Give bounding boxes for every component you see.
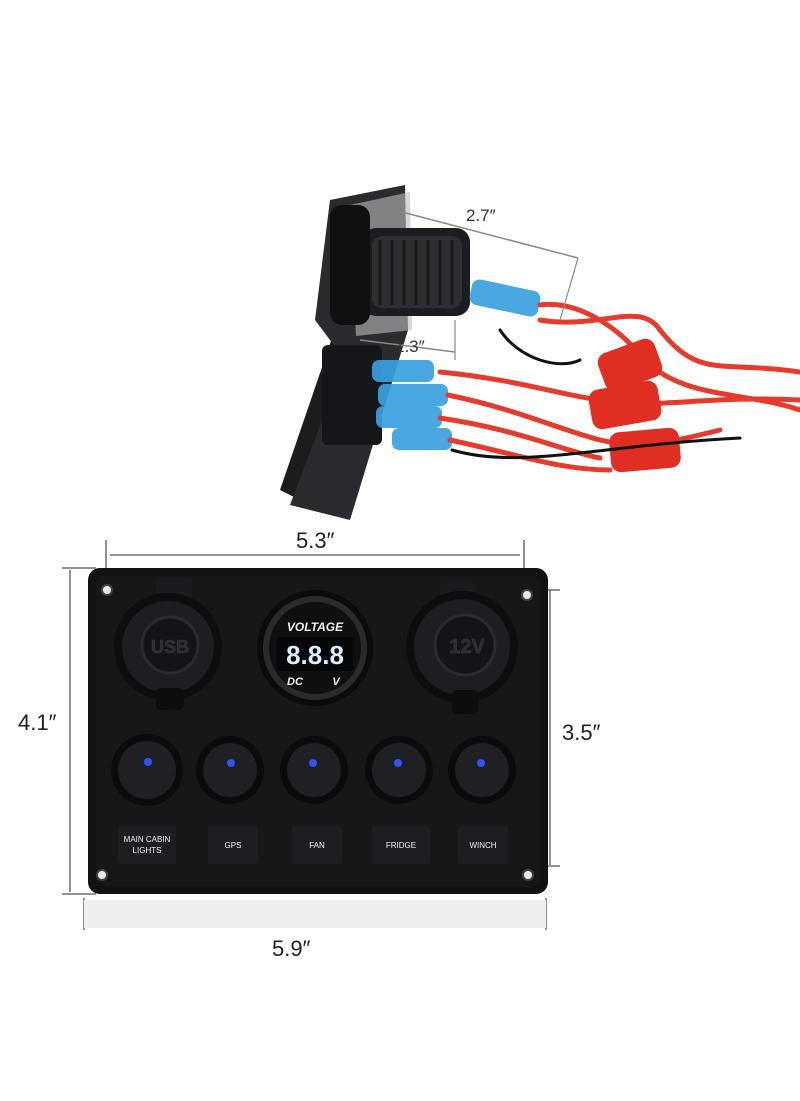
voltmeter-display (277, 637, 353, 671)
dim-line-panel-depth (359, 339, 456, 353)
switch-label-lights: LIGHTS (133, 846, 162, 855)
blue-terminals (372, 279, 541, 450)
black-wires (450, 328, 742, 460)
left-height-dimension-label: 4.1″ (18, 710, 57, 735)
fuse-holders (588, 338, 681, 473)
label-plate-1 (118, 826, 176, 864)
side-view-drawing (280, 185, 800, 520)
depth-dimension-label: 2.7″ (466, 206, 496, 225)
switch-body (322, 345, 382, 445)
mounting-holes (96, 584, 534, 881)
switch-label-gps: GPS (225, 841, 242, 850)
label-plate-4 (372, 826, 430, 864)
voltmeter-dc-label: DC (287, 676, 304, 688)
panel-depth-dimension-label: 1.3″ (395, 337, 425, 356)
label-plate-5 (458, 826, 508, 864)
side-view: 2.7″ 1.3″ (0, 0, 800, 520)
power-socket (406, 582, 518, 714)
label-plate-2 (208, 826, 258, 864)
voltmeter-readout: 8.8.8 (286, 640, 344, 670)
switch-label-fridge: FRIDGE (386, 841, 416, 850)
voltmeter-v-label: V (332, 676, 341, 688)
bottom-width-dimension-label: 5.9″ (272, 936, 311, 961)
rocker-switches (111, 734, 516, 806)
label-plate-3 (292, 826, 342, 864)
right-height-dimension-label: 3.5″ (562, 720, 601, 745)
switch-label-main-cabin: MAIN CABIN (124, 835, 171, 844)
switch-1 (111, 734, 183, 806)
switch-label-winch: WINCH (469, 841, 496, 850)
dim-line-depth (401, 211, 579, 259)
switch-2 (196, 736, 264, 804)
switch-label-fan: FAN (309, 841, 325, 850)
top-width-dimension-label: 5.3″ (296, 528, 335, 553)
usb-socket (114, 578, 222, 710)
power-cap-text: 12V (449, 636, 485, 658)
voltmeter (257, 590, 373, 706)
usb-cap-text: USB (151, 637, 189, 657)
socket-cap (330, 205, 370, 325)
switch-3 (280, 736, 348, 804)
front-view: USB VOLTAGE 8.8.8 DC V 12V MAIN CABIN LI… (0, 520, 800, 1096)
voltmeter-title: VOLTAGE (287, 620, 344, 634)
front-view-drawing: USB VOLTAGE 8.8.8 DC V 12V MAIN CABIN LI… (62, 540, 560, 930)
switch-4 (365, 736, 433, 804)
switch-5 (448, 736, 516, 804)
